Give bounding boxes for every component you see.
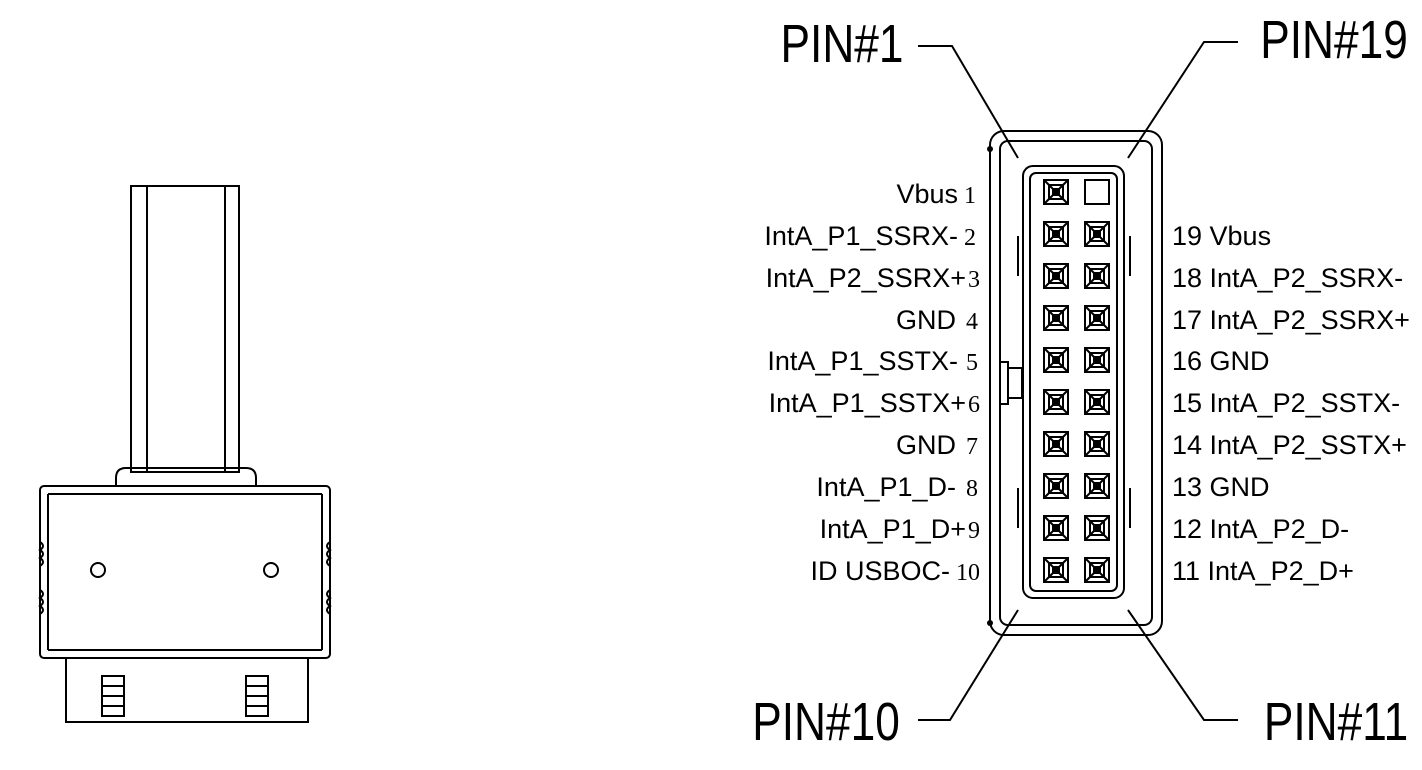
pin-contact-icon bbox=[1084, 389, 1110, 415]
left-pin-label: IntA_P1_SSTX- bbox=[767, 346, 958, 376]
pin10-callout: PIN#10 bbox=[752, 692, 900, 752]
header-face-outline bbox=[989, 130, 1163, 636]
left-pin-number: 9 bbox=[968, 518, 980, 544]
right-pin-labels: 19 Vbus 18 IntA_P2_SSRX- 17 IntA_P2_SSRX… bbox=[1172, 221, 1410, 586]
pin19-callout: PIN#19 bbox=[1260, 10, 1408, 70]
left-pin-number: 7 bbox=[966, 434, 978, 460]
pin-contact-icon bbox=[1043, 389, 1069, 415]
left-pin-number: 6 bbox=[968, 392, 980, 418]
right-pin-label: 16 GND bbox=[1172, 346, 1270, 376]
left-pin-label: GND bbox=[896, 305, 956, 335]
left-pin-number: 5 bbox=[966, 350, 978, 376]
pin-contact-icon bbox=[1043, 347, 1069, 373]
left-pin-label: ID USBOC- bbox=[810, 556, 950, 586]
pin-contact-icon bbox=[1043, 221, 1069, 247]
right-pin-label: 19 Vbus bbox=[1172, 221, 1271, 251]
right-pin-label: 15 IntA_P2_SSTX- bbox=[1172, 388, 1400, 418]
pin-contact-icon bbox=[1043, 557, 1069, 583]
right-pin-label: 11 IntA_P2_D+ bbox=[1172, 556, 1354, 586]
callout-leaders bbox=[918, 41, 1238, 721]
left-pin-number: 10 bbox=[956, 560, 980, 586]
pin-contact-icon bbox=[1043, 305, 1069, 331]
pin-contact-icon bbox=[1043, 515, 1069, 541]
pin1-leader bbox=[918, 45, 1019, 159]
left-pin-number: 2 bbox=[964, 225, 976, 251]
pin-contact-icon bbox=[1084, 305, 1110, 331]
left-pin-label: GND bbox=[896, 430, 956, 460]
pin-contact-icon bbox=[1084, 221, 1110, 247]
pin-contact-icon bbox=[1084, 515, 1110, 541]
left-pin-label: IntA_P1_SSTX+ bbox=[769, 388, 966, 418]
pin19-leader bbox=[1127, 41, 1238, 159]
left-pin-number: 4 bbox=[966, 309, 978, 335]
empty-pin-icon bbox=[1084, 179, 1110, 205]
pin10-leader bbox=[918, 609, 1019, 721]
left-pin-labels: Vbus 1 IntA_P1_SSRX- 2 IntA_P2_SSRX+ 3 G… bbox=[764, 179, 980, 586]
pin1-callout: PIN#1 bbox=[781, 14, 904, 74]
pin-contact-icon bbox=[1084, 473, 1110, 499]
right-pin-label: 18 IntA_P2_SSRX- bbox=[1172, 263, 1403, 293]
left-pin-number: 1 bbox=[964, 183, 976, 209]
left-pin-label: IntA_P1_SSRX- bbox=[764, 221, 958, 251]
connector-side-view-icon bbox=[38, 185, 332, 723]
left-pin-label: IntA_P1_D+ bbox=[820, 514, 966, 544]
left-pin-label: IntA_P1_D- bbox=[816, 472, 956, 502]
pin-contact-icon bbox=[1084, 347, 1110, 373]
right-pin-label: 14 IntA_P2_SSTX+ bbox=[1172, 430, 1407, 460]
pin-contact-icon bbox=[1043, 263, 1069, 289]
pin-contact-icon bbox=[1043, 473, 1069, 499]
pin-grid bbox=[1043, 179, 1110, 583]
pin11-leader bbox=[1127, 609, 1238, 721]
right-pin-label: 12 IntA_P2_D- bbox=[1172, 514, 1349, 544]
pin-contact-icon bbox=[1084, 557, 1110, 583]
left-pin-number: 8 bbox=[966, 476, 978, 502]
pin-contact-icon bbox=[1084, 431, 1110, 457]
pin-contact-icon bbox=[1043, 179, 1069, 205]
pin-contact-icon bbox=[1084, 263, 1110, 289]
left-pin-number: 3 bbox=[968, 267, 980, 293]
right-pin-label: 13 GND bbox=[1172, 472, 1270, 502]
left-pin-label: IntA_P2_SSRX+ bbox=[766, 263, 966, 293]
right-pin-label: 17 IntA_P2_SSRX+ bbox=[1172, 305, 1410, 335]
pin11-callout: PIN#11 bbox=[1264, 692, 1408, 752]
left-pin-label: Vbus bbox=[896, 179, 958, 209]
pin-contact-icon bbox=[1043, 431, 1069, 457]
